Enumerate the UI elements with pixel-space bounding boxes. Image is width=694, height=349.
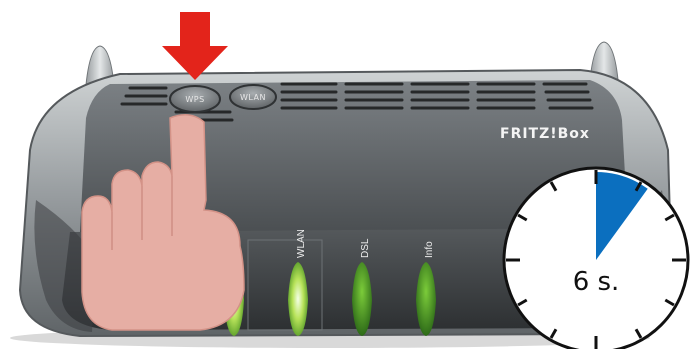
brand-logo: FRITZ!Box [500,126,590,142]
led-label-wlan: WLAN [296,229,307,258]
timer-label: 6 s. [573,267,620,297]
wps-button[interactable]: WPS [170,86,220,112]
arrow-down-icon [162,12,228,80]
wlan-button[interactable]: WLAN [230,85,276,109]
wlan-button-label: WLAN [240,93,266,102]
timer-dial: 6 s. [504,168,688,349]
wps-button-label: WPS [185,95,204,104]
led-label-info: Info [424,241,435,258]
led-label-dsl: DSL [360,238,371,258]
